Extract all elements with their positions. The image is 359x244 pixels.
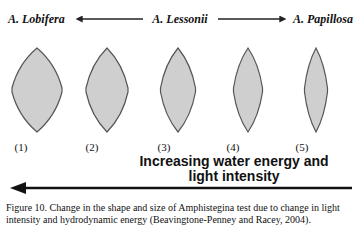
- callout-number: (3): [158, 141, 171, 154]
- test-outline: [234, 48, 263, 132]
- test-outline: [86, 48, 128, 132]
- trend-label: Increasing water energy and light intens…: [139, 154, 329, 184]
- species-name: A. Lessonii: [152, 12, 207, 26]
- test-outline: [12, 48, 62, 132]
- callout-number: (4): [227, 141, 240, 154]
- species-name: A. Lobifera: [8, 12, 65, 26]
- callout-number: (2): [86, 141, 99, 154]
- species-name: A. Papillosa: [293, 12, 353, 26]
- test-outline: [161, 48, 196, 132]
- range-arrow-left: [82, 18, 143, 19]
- callout-number: (1): [15, 141, 28, 154]
- trend-arrow-shaft: [24, 187, 352, 189]
- trend-arrow-head: [10, 182, 26, 194]
- range-arrow-right: [218, 18, 280, 19]
- test-outline: [305, 48, 328, 132]
- callout-number: (5): [296, 141, 309, 154]
- figure-caption: Figure 10. Change in the shape and size …: [6, 202, 352, 226]
